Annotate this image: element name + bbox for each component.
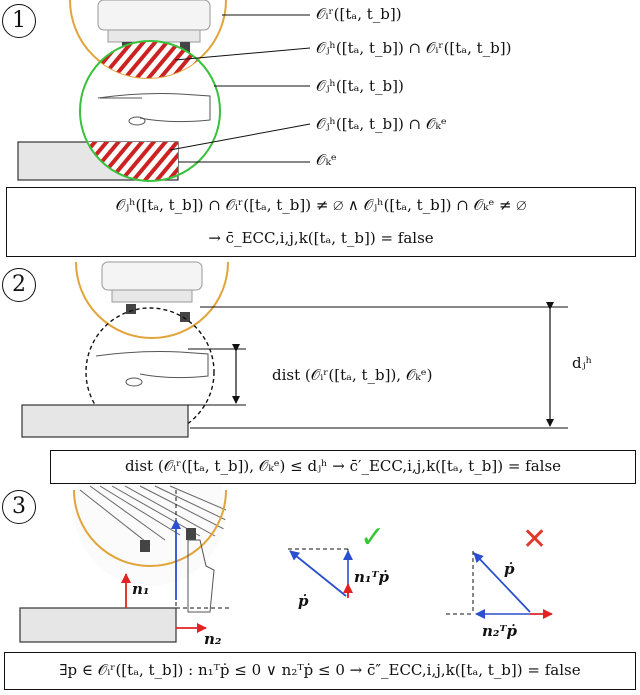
condition-3: ∃p ∈ 𝒪ᵢʳ([tₐ, t_b]) : n₁ᵀṗ ≤ 0 ∨ n₂ᵀṗ ≤ …	[59, 661, 581, 679]
section2-scene	[21, 261, 568, 438]
label-proj-n2: n₂ᵀṗ	[482, 622, 517, 640]
environment-block-2	[21, 404, 189, 438]
label-hand-occupancy: 𝒪ⱼʰ([tₐ, t_b])	[316, 77, 404, 95]
environment-block-3	[19, 607, 177, 643]
hand-sketch-3	[187, 539, 215, 613]
hand-sketch-2	[95, 351, 209, 387]
step-1-badge: 1	[2, 4, 36, 38]
robot-gripper-2	[101, 261, 203, 291]
robot-gripper-1	[97, 0, 211, 31]
label-n2: n₂	[204, 630, 222, 648]
label-dist: dist (𝒪ᵢʳ([tₐ, t_b]), 𝒪ₖᵉ)	[272, 366, 433, 384]
label-env-occupancy: 𝒪ₖᵉ	[316, 151, 337, 169]
step-2-badge: 2	[2, 268, 36, 302]
label-pdot-ok: ṗ	[298, 592, 309, 610]
label-n1: n₁	[132, 580, 150, 598]
section3-scene	[19, 484, 553, 643]
hand-sketch-1	[97, 93, 211, 126]
pdot-bad-arrow	[473, 552, 531, 613]
label-hand-robot-intersection: 𝒪ⱼʰ([tₐ, t_b]) ∩ 𝒪ᵢʳ([tₐ, t_b])	[316, 39, 512, 57]
condition-2: dist (𝒪ᵢʳ([tₐ, t_b]), 𝒪ₖᵉ) ≤ dⱼʰ → c̄′_E…	[124, 457, 562, 475]
label-dh: dⱼʰ	[572, 354, 593, 372]
section1-scene	[17, 0, 311, 182]
check-icon: ✓	[360, 520, 386, 555]
label-robot-occupancy: 𝒪ᵢʳ([tₐ, t_b])	[316, 5, 402, 23]
velocity-diagram-ok	[288, 548, 353, 598]
step-3-badge: 3	[2, 490, 36, 524]
condition-1-line-2: → c̄_ECC,i,j,k([tₐ, t_b]) = false	[208, 229, 434, 247]
hand-occupancy-circle-1	[79, 40, 221, 182]
label-hand-env-intersection: 𝒪ⱼʰ([tₐ, t_b]) ∩ 𝒪ₖᵉ	[316, 115, 447, 133]
robot-occupancy-arc-3	[73, 489, 227, 567]
label-pdot-bad: ṗ	[504, 560, 515, 578]
condition-box-3	[4, 652, 636, 690]
condition-1-line-1: 𝒪ⱼʰ([tₐ, t_b]) ∩ 𝒪ᵢʳ([tₐ, t_b]) ≠ ∅ ∧ 𝒪ⱼ…	[115, 196, 527, 214]
label-proj-n1: n₁ᵀṗ	[354, 568, 389, 586]
velocity-diagram-bad	[446, 551, 553, 619]
robot-occupancy-arc-2	[75, 261, 229, 339]
condition-box-2	[50, 450, 636, 484]
pdot-ok-arrow	[289, 550, 347, 597]
condition-box-1	[6, 187, 636, 257]
cross-icon: ✕	[522, 522, 548, 557]
